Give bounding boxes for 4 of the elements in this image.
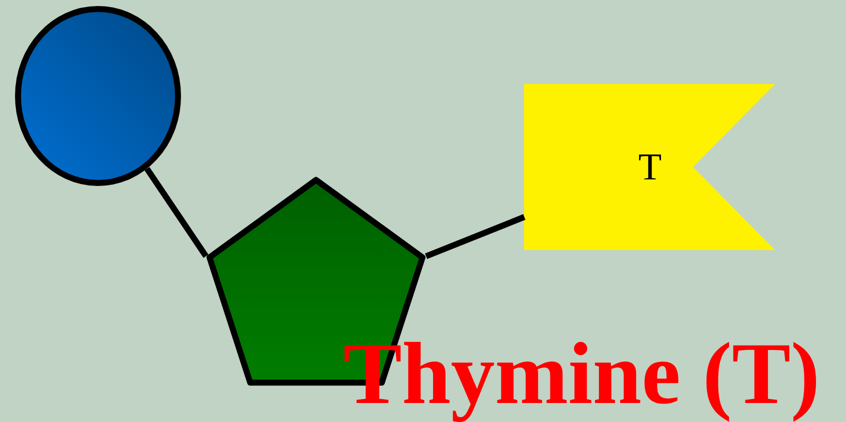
connector-line [144,166,208,258]
title-label: Thymine (T) [344,342,816,422]
connector-line [424,214,526,260]
circle-node [15,6,181,186]
